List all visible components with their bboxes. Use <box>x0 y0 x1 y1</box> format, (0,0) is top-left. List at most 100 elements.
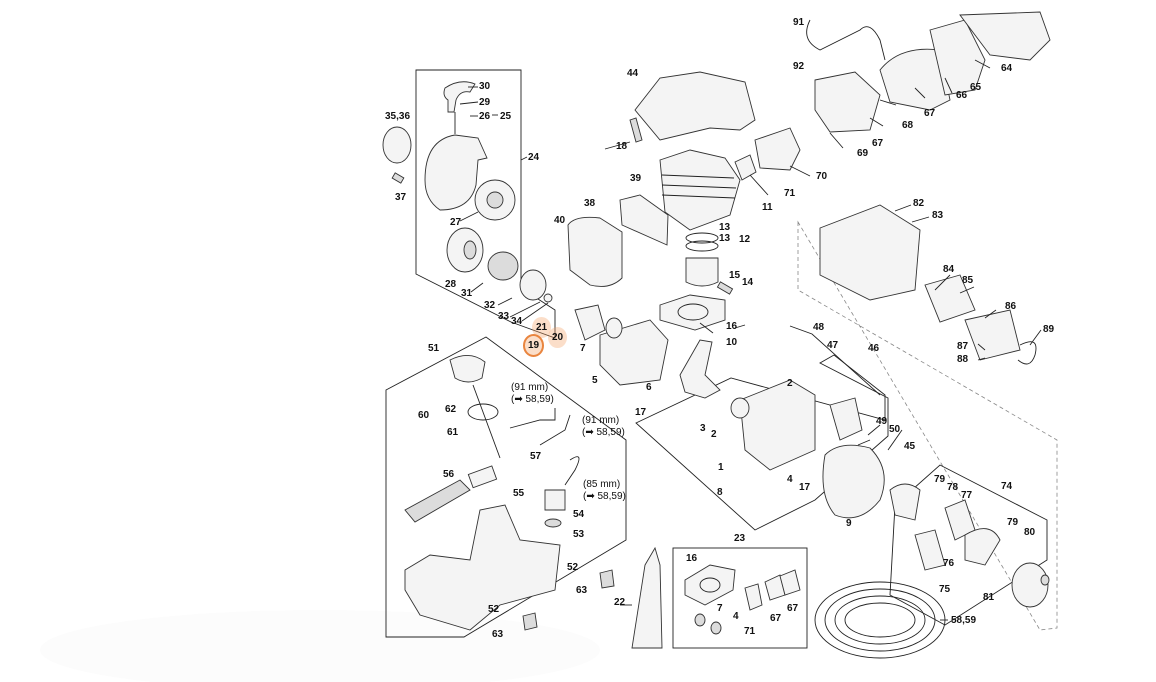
callout-57[interactable]: 57 <box>530 451 542 462</box>
callout-88[interactable]: 88 <box>957 354 969 365</box>
callout-76[interactable]: 76 <box>943 558 955 569</box>
callout-23[interactable]: 23 <box>734 533 746 544</box>
callout-10[interactable]: 10 <box>726 337 738 348</box>
callout-13a[interactable]: 13 <box>719 222 731 233</box>
callout-40[interactable]: 40 <box>554 215 566 226</box>
callout-12[interactable]: 12 <box>739 234 751 245</box>
callout-63b[interactable]: 63 <box>492 629 504 640</box>
callout-3[interactable]: 3 <box>700 423 706 434</box>
callout-13b[interactable]: 13 <box>719 233 731 244</box>
callout-17b[interactable]: 17 <box>799 482 811 493</box>
callout-84[interactable]: 84 <box>943 264 955 275</box>
callout-61[interactable]: 61 <box>447 427 459 438</box>
callout-91[interactable]: 91 <box>793 17 805 28</box>
callout-71[interactable]: 71 <box>784 188 796 199</box>
callout-77[interactable]: 77 <box>961 490 973 501</box>
callout-39[interactable]: 39 <box>630 173 642 184</box>
callout-22[interactable]: 22 <box>614 597 626 608</box>
callout-9[interactable]: 9 <box>846 518 852 529</box>
callout-7b[interactable]: 7 <box>717 603 723 614</box>
callout-69[interactable]: 69 <box>857 148 869 159</box>
callout-17a[interactable]: 17 <box>635 407 647 418</box>
callout-21[interactable]: 21 <box>532 317 552 338</box>
callout-37[interactable]: 37 <box>395 192 407 203</box>
callout-29[interactable]: 29 <box>479 97 491 108</box>
callout-38[interactable]: 38 <box>584 198 596 209</box>
callout-48[interactable]: 48 <box>813 322 825 333</box>
callout-81[interactable]: 81 <box>983 592 995 603</box>
callout-44[interactable]: 44 <box>627 68 639 79</box>
callout-89[interactable]: 89 <box>1043 324 1055 335</box>
callout-34[interactable]: 34 <box>511 316 523 327</box>
callout-67a[interactable]: 67 <box>924 108 936 119</box>
callout-62[interactable]: 62 <box>445 404 457 415</box>
callout-64[interactable]: 64 <box>1001 63 1013 74</box>
callout-24[interactable]: 24 <box>528 152 540 163</box>
fuel-system-parts <box>404 355 663 649</box>
callout-53[interactable]: 53 <box>573 529 585 540</box>
callout-2a[interactable]: 2 <box>711 429 717 440</box>
callout-86[interactable]: 86 <box>1005 301 1017 312</box>
clutch-shoe-c <box>914 529 946 571</box>
callout-26[interactable]: 26 <box>479 111 491 122</box>
callout-60[interactable]: 60 <box>418 410 430 421</box>
callout-45[interactable]: 45 <box>904 441 916 452</box>
callout-4[interactable]: 4 <box>787 474 793 485</box>
callout-27[interactable]: 27 <box>450 217 462 228</box>
callout-4b[interactable]: 4 <box>733 611 739 622</box>
callout-92[interactable]: 92 <box>793 61 805 72</box>
callout-31[interactable]: 31 <box>461 288 473 299</box>
callout-19-selected[interactable]: 19 <box>523 334 545 357</box>
callout-5[interactable]: 5 <box>592 375 598 386</box>
callout-14[interactable]: 14 <box>742 277 754 288</box>
callout-15[interactable]: 15 <box>729 270 741 281</box>
callout-54[interactable]: 54 <box>573 509 585 520</box>
callout-49[interactable]: 49 <box>876 416 888 427</box>
callout-47[interactable]: 47 <box>827 340 839 351</box>
callout-32[interactable]: 32 <box>484 300 496 311</box>
callout-25[interactable]: 25 <box>500 111 512 122</box>
callout-68[interactable]: 68 <box>902 120 914 131</box>
callout-65[interactable]: 65 <box>970 82 982 93</box>
callout-8[interactable]: 8 <box>717 487 723 498</box>
callout-66[interactable]: 66 <box>956 90 968 101</box>
callout-85[interactable]: 85 <box>962 275 974 286</box>
callout-75[interactable]: 75 <box>939 584 951 595</box>
callout-87[interactable]: 87 <box>957 341 969 352</box>
callout-70[interactable]: 70 <box>816 171 828 182</box>
callout-16[interactable]: 16 <box>726 321 738 332</box>
callout-74[interactable]: 74 <box>1001 481 1013 492</box>
callout-30[interactable]: 30 <box>479 81 491 92</box>
callout-79b[interactable]: 79 <box>1007 517 1019 528</box>
callout-56[interactable]: 56 <box>443 469 455 480</box>
callout-28[interactable]: 28 <box>445 279 457 290</box>
callout-2b[interactable]: 2 <box>787 378 793 389</box>
callout-35-36[interactable]: 35,36 <box>385 111 411 122</box>
callout-20[interactable]: 20 <box>548 327 568 348</box>
callout-7[interactable]: 7 <box>580 343 586 354</box>
callout-71b[interactable]: 71 <box>744 626 756 637</box>
callout-67d[interactable]: 67 <box>787 603 799 614</box>
callout-80[interactable]: 80 <box>1024 527 1036 538</box>
oil-pump-cover <box>574 304 606 341</box>
callout-78[interactable]: 78 <box>947 482 959 493</box>
callout-6[interactable]: 6 <box>646 382 652 393</box>
callout-82[interactable]: 82 <box>913 198 925 209</box>
callout-50[interactable]: 50 <box>889 424 901 435</box>
callout-52b[interactable]: 52 <box>488 604 500 615</box>
callout-63a[interactable]: 63 <box>576 585 588 596</box>
callout-46[interactable]: 46 <box>868 343 880 354</box>
callout-18[interactable]: 18 <box>616 141 628 152</box>
callout-83[interactable]: 83 <box>932 210 944 221</box>
callout-16b[interactable]: 16 <box>686 553 698 564</box>
callout-67b[interactable]: 67 <box>872 138 884 149</box>
callout-33[interactable]: 33 <box>498 311 510 322</box>
callout-79a[interactable]: 79 <box>934 474 946 485</box>
callout-52a[interactable]: 52 <box>567 562 579 573</box>
callout-51[interactable]: 51 <box>428 343 440 354</box>
callout-58-59[interactable]: 58,59 <box>951 615 977 626</box>
callout-1[interactable]: 1 <box>718 462 724 473</box>
callout-11[interactable]: 11 <box>762 202 773 213</box>
callout-67c[interactable]: 67 <box>770 613 782 624</box>
callout-55[interactable]: 55 <box>513 488 525 499</box>
